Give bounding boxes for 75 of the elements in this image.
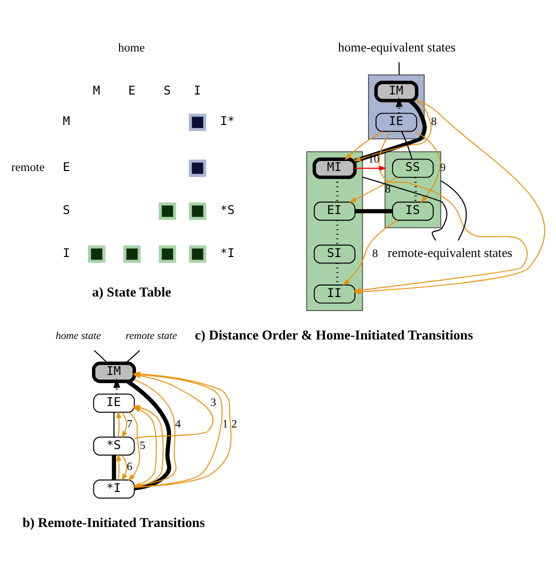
arrow — [116, 410, 122, 438]
node-text: home state — [56, 330, 101, 342]
connector — [440, 180, 467, 241]
edge-label: 2 — [231, 418, 238, 430]
label: b) Remote-Initiated Transitions — [22, 514, 205, 530]
edge-label: 7 — [126, 418, 132, 430]
edge-label: 4 — [175, 418, 181, 430]
node-box: EI — [314, 202, 356, 221]
connector — [398, 62, 400, 75]
arrow — [116, 454, 122, 480]
connector — [336, 220, 339, 246]
node-text: remote state — [126, 330, 178, 342]
edge-label: 8 — [430, 116, 437, 128]
label: M — [62, 114, 70, 128]
label: *I — [220, 246, 235, 260]
label: home — [118, 40, 145, 54]
edge-label: 6 — [126, 461, 132, 474]
node-text: remote-equivalent states — [388, 246, 512, 260]
label: a) State Table — [92, 284, 172, 300]
label: S — [62, 203, 70, 218]
connector — [126, 380, 172, 490]
node-box: SS — [392, 158, 434, 178]
label: E — [62, 160, 70, 174]
node-box — [88, 245, 106, 263]
arrow — [349, 176, 398, 203]
edge-label: 8 — [372, 248, 378, 260]
label: I — [194, 83, 202, 98]
edge-label: 5 — [140, 440, 146, 452]
arrow — [128, 412, 140, 482]
connector — [355, 209, 392, 214]
node-box — [158, 245, 176, 263]
cluster — [384, 151, 442, 228]
arrow — [353, 130, 528, 293]
label: I* — [220, 114, 235, 128]
connector — [113, 412, 114, 437]
node-box: IE — [93, 394, 135, 413]
node-box — [188, 202, 206, 220]
node-box: IM — [92, 362, 136, 384]
label: S — [164, 83, 171, 98]
node-box — [188, 245, 206, 263]
label: M — [92, 83, 100, 98]
cluster — [368, 74, 425, 140]
connector — [94, 350, 108, 364]
node-box — [188, 160, 206, 177]
node-box: *S — [93, 436, 135, 456]
arrow — [121, 412, 128, 438]
node-box: IS — [392, 202, 434, 221]
arrow — [414, 130, 441, 204]
label: I — [62, 246, 70, 260]
connector — [112, 455, 116, 480]
arrow — [342, 220, 398, 286]
label: *S — [220, 203, 235, 218]
arrow — [344, 131, 384, 160]
node-box — [188, 114, 206, 132]
arrow — [121, 454, 128, 482]
label: c) Distance Order & Home-Initiated Transitions — [194, 328, 473, 343]
node-box: IE — [376, 112, 418, 132]
node-box: MI — [312, 158, 357, 180]
node-box — [158, 202, 176, 220]
label: remote — [11, 160, 45, 174]
connector — [125, 350, 140, 364]
arrow — [354, 166, 387, 171]
connector — [362, 176, 448, 241]
label: E — [128, 83, 136, 98]
node-box: II — [314, 284, 356, 304]
edge-label: 8 — [385, 183, 391, 196]
connector — [414, 177, 417, 202]
node-box: SI — [314, 244, 356, 264]
edge-label: 1 — [222, 418, 228, 430]
node-box: *I — [93, 480, 135, 499]
node-text: home-equivalent states — [338, 40, 456, 55]
edge-label: 3 — [210, 396, 216, 409]
node-box — [123, 245, 141, 263]
connector — [401, 131, 413, 160]
node-box: IM — [374, 80, 418, 102]
